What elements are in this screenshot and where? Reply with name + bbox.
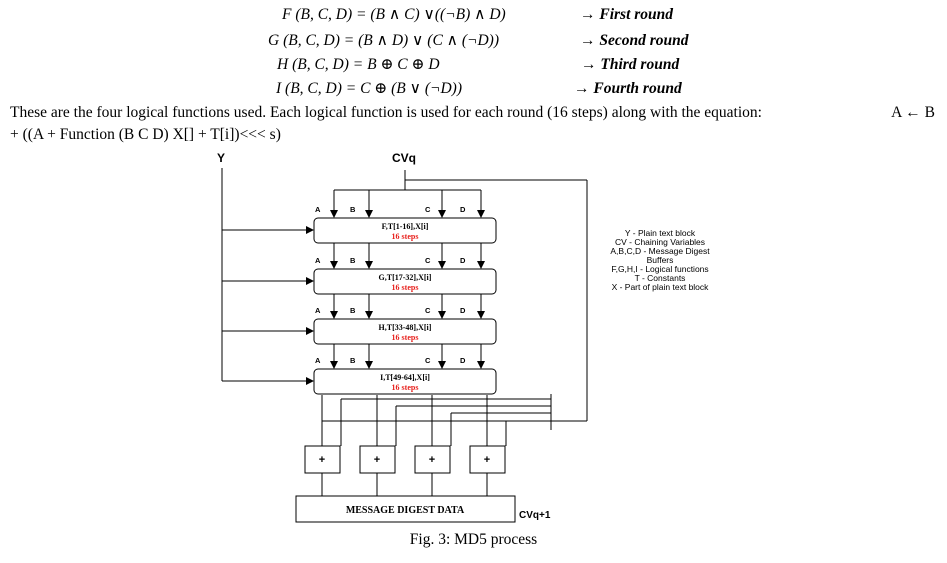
adder-box-2 <box>359 445 396 474</box>
description-text: These are the four logical functions use… <box>10 104 762 121</box>
function-row-h: H (B, C, D) = B ⊕ C ⊕ D → Third round <box>277 54 697 76</box>
adder-plus-4: + <box>484 454 490 466</box>
legend-item: F,G,H,I - Logical functions <box>611 264 708 274</box>
y-label: Y <box>217 151 225 165</box>
round-box-g <box>313 268 497 295</box>
round-h-steps: 16 steps <box>392 333 419 342</box>
svg-text:A: A <box>315 205 321 214</box>
function-h-expression: H (B, C, D) = B ⊕ C ⊕ D <box>277 56 440 73</box>
round-f-steps: 16 steps <box>392 232 419 241</box>
round-i-steps: 16 steps <box>392 383 419 392</box>
round-box-h <box>313 318 497 345</box>
svg-text:C: C <box>425 205 431 214</box>
svg-text:C: C <box>425 356 431 365</box>
description-line-1: These are the four logical functions use… <box>10 102 935 124</box>
adder-plus-3: + <box>429 454 435 466</box>
svg-text:D: D <box>460 205 466 214</box>
svg-text:D: D <box>460 356 466 365</box>
adder-plus-1: + <box>319 454 325 466</box>
round-box-f <box>313 217 497 244</box>
round-g-label: G,T[17-32],X[i] <box>379 273 432 282</box>
equation-lhs: A ← B <box>891 104 935 121</box>
figure-caption: Fig. 3: MD5 process <box>409 531 538 548</box>
legend-item: A,B,C,D - Message Digest <box>610 246 710 256</box>
description-line-2: + ((A + Function (B C D) X[] + T[i])<<< … <box>10 126 281 143</box>
function-g-round: → Second round <box>580 32 689 49</box>
function-g-expression: G (B, C, D) = (B ∧ D) ∨ (C ∧ (¬D)) <box>268 32 500 49</box>
function-row-i: I (B, C, D) = C ⊕ (B ∨ (¬D)) → Fourth ro… <box>276 78 696 100</box>
round-box-i <box>313 368 497 395</box>
function-i-round: → Fourth round <box>574 80 682 97</box>
description-paragraph: These are the four logical functions use… <box>10 102 935 146</box>
round-i-label: I,T[49-64],X[i] <box>380 373 430 382</box>
svg-text:C: C <box>425 256 431 265</box>
round-f-label: F,T[1-16],X[i] <box>382 222 429 231</box>
legend-item: CV - Chaining Variables <box>615 237 705 247</box>
svg-text:B: B <box>350 306 356 315</box>
message-digest-box <box>295 495 516 523</box>
legend: Y - Plain text block CV - Chaining Varia… <box>610 228 710 292</box>
round-g-steps: 16 steps <box>392 283 419 292</box>
function-i-expression: I (B, C, D) = C ⊕ (B ∨ (¬D)) <box>276 80 463 97</box>
svg-text:D: D <box>460 256 466 265</box>
svg-text:D: D <box>460 306 466 315</box>
legend-item: X - Part of plain text block <box>612 282 710 292</box>
adder-box-4 <box>469 445 506 474</box>
legend-item: Y - Plain text block <box>625 228 696 238</box>
function-row-g: G (B, C, D) = (B ∧ D) ∨ (C ∧ (¬D)) → Sec… <box>268 30 708 52</box>
cv-label: CVq <box>392 151 416 165</box>
svg-text:B: B <box>350 356 356 365</box>
svg-text:B: B <box>350 256 356 265</box>
adder-box-1 <box>304 445 341 474</box>
function-f-expression: F (B, C, D) = (B ∧ C) ∨((¬B) ∧ D) <box>282 6 506 23</box>
svg-text:A: A <box>315 256 321 265</box>
function-h-round: → Third round <box>581 56 680 73</box>
svg-text:C: C <box>425 306 431 315</box>
message-digest-label: MESSAGE DIGEST DATA <box>346 505 465 516</box>
legend-item: T - Constants <box>635 273 686 283</box>
legend-item: Buffers <box>647 255 674 265</box>
function-row-f: F (B, C, D) = (B ∧ C) ∨((¬B) ∧ D) → Firs… <box>282 4 702 26</box>
svg-text:A: A <box>315 306 321 315</box>
cv-output-label: CVq+1 <box>519 510 551 521</box>
function-f-round: → First round <box>580 6 674 23</box>
round-h-label: H,T[33-48],X[i] <box>379 323 432 332</box>
adder-plus-2: + <box>374 454 380 466</box>
adder-box-3 <box>414 445 451 474</box>
svg-text:A: A <box>315 356 321 365</box>
svg-text:B: B <box>350 205 356 214</box>
